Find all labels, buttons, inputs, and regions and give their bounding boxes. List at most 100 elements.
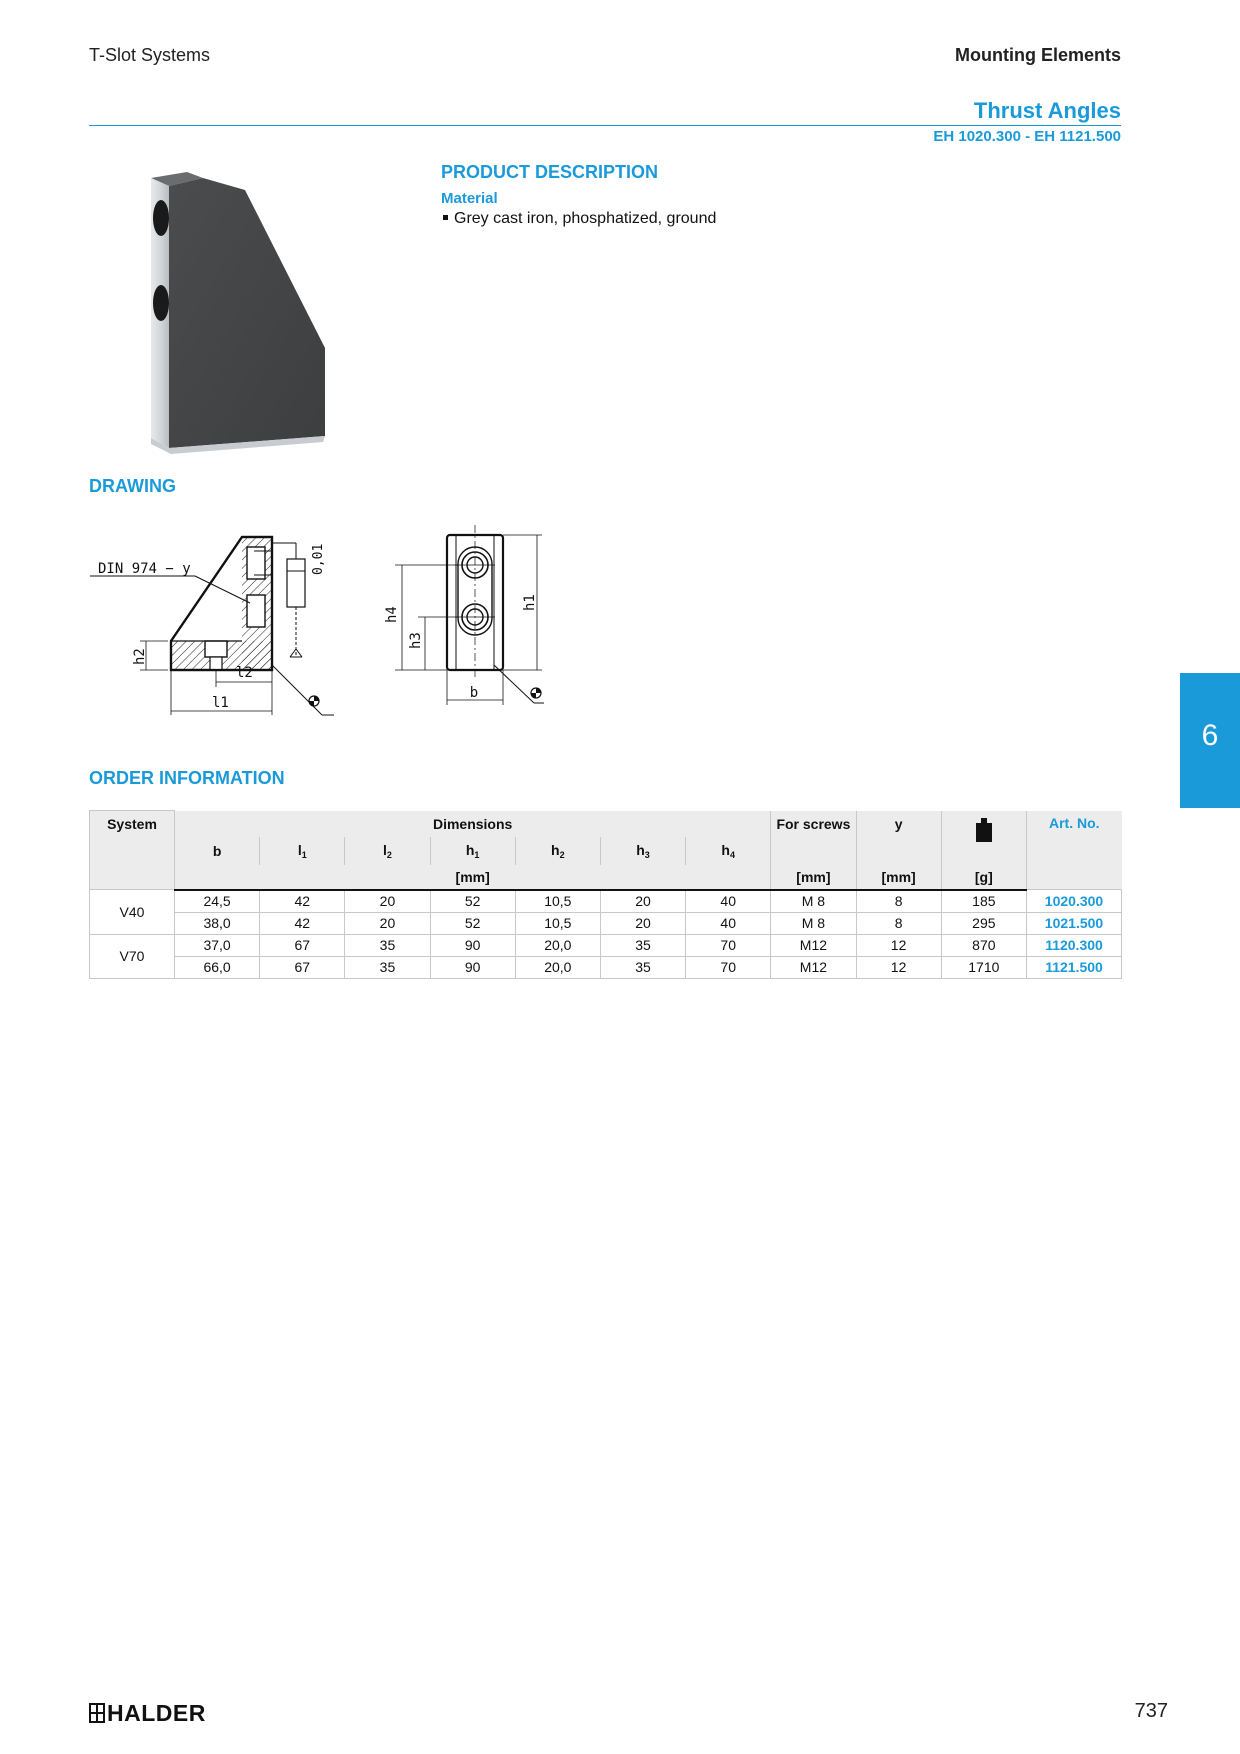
cell-h4: 40 — [685, 911, 772, 935]
cell-h2: 10,5 — [514, 889, 601, 913]
header-y: y — [855, 810, 942, 837]
drawing-heading: DRAWING — [89, 476, 176, 496]
header-h3: h3 — [599, 836, 686, 865]
header-h1: h1 — [429, 836, 516, 865]
cell-art-no: 1120.300 — [1026, 933, 1122, 957]
header-h3-sub: 3 — [644, 849, 650, 860]
header-h2: h2 — [514, 836, 601, 865]
cell-h2: 10,5 — [514, 911, 601, 935]
header-l1: l1 — [259, 836, 345, 865]
cell-y: 12 — [855, 933, 942, 957]
chapter-number: 6 — [1201, 719, 1219, 752]
category-name: Mounting Elements — [955, 45, 1121, 65]
table-row: V40 24,5 42 20 52 10,5 20 40 M 8 8 185 1… — [89, 889, 1122, 935]
l1-label: l1 — [212, 695, 229, 711]
cell-system: V70 — [89, 933, 175, 979]
cell-l2: 20 — [344, 889, 431, 913]
header-rule — [89, 125, 1121, 126]
cell-l2: 35 — [344, 933, 431, 957]
header-l1-sub: 1 — [301, 849, 307, 860]
header-weight — [940, 810, 1027, 865]
cell-h3: 35 — [599, 933, 687, 957]
header-unit-mm: [mm] — [174, 864, 771, 891]
order-table: System Dimensions For screws y Art. No. … — [89, 810, 1122, 979]
cell-h3: 20 — [599, 911, 687, 935]
header-h2-sub: 2 — [559, 849, 565, 860]
cell-b: 37,0 — [173, 933, 261, 957]
cell-b: 24,5 — [173, 889, 261, 913]
h1-label: h1 — [522, 594, 538, 611]
header-h1-sub: 1 — [474, 849, 480, 860]
cell-l1: 67 — [259, 933, 346, 957]
order-information-heading: ORDER INFORMATION — [89, 768, 285, 788]
cell-h2: 20,0 — [514, 933, 601, 957]
h3-label: h3 — [408, 632, 424, 649]
cell-h2: 20,0 — [514, 955, 601, 979]
header-l2-text: l — [383, 841, 387, 858]
cell-h1: 52 — [429, 911, 516, 935]
side-view — [90, 535, 334, 716]
table-row: V70 37,0 67 35 90 20,0 35 70 M12 12 870 … — [89, 933, 1122, 979]
header-art-no: Art. No. — [1026, 810, 1122, 890]
din-label: DIN 974 − y — [98, 561, 191, 577]
cell-b: 38,0 — [173, 911, 261, 935]
cell-art-no: 1021.500 — [1026, 911, 1122, 935]
header-screws-blank — [770, 836, 856, 865]
header-l2: l2 — [344, 836, 431, 865]
cell-h3: 35 — [599, 955, 687, 979]
h2-label: h2 — [132, 648, 148, 665]
header-dimensions: Dimensions — [174, 810, 771, 837]
table-row: 38,0 42 20 52 10,5 20 40 M 8 8 295 1021.… — [90, 911, 1122, 935]
cell-h1: 90 — [429, 955, 516, 979]
header-unit-screws: [mm] — [770, 864, 856, 891]
cell-y: 8 — [855, 911, 942, 935]
cell-l1: 67 — [259, 955, 346, 979]
cell-weight: 295 — [940, 911, 1028, 935]
cell-weight: 185 — [940, 889, 1028, 913]
cell-h1: 90 — [429, 933, 516, 957]
header-h4: h4 — [685, 836, 771, 865]
cell-screws: M 8 — [770, 911, 857, 935]
header-h4-sub: 4 — [729, 849, 735, 860]
cell-art-no: 1020.300 — [1026, 889, 1122, 913]
cell-h1: 52 — [429, 889, 516, 913]
header-h4-text: h — [721, 841, 730, 858]
header-unit-g: [g] — [940, 864, 1027, 891]
article-range: EH 1020.300 - EH 1121.500 — [933, 128, 1121, 145]
header-y-blank — [855, 836, 942, 865]
bullet-icon — [443, 214, 448, 220]
cell-art-no: 1121.500 — [1026, 955, 1122, 979]
weight-icon — [975, 817, 992, 842]
chapter-tab: 6 — [1180, 673, 1240, 808]
cell-h4: 70 — [685, 933, 772, 957]
h4-label: h4 — [384, 606, 400, 623]
cell-screws: M12 — [770, 933, 857, 957]
header-b: b — [174, 836, 260, 865]
cell-b: 66,0 — [173, 955, 261, 979]
cell-l1: 42 — [259, 911, 346, 935]
b-label: b — [470, 685, 478, 701]
header-system: System — [89, 810, 175, 890]
cell-h4: 40 — [685, 889, 772, 913]
tolerance-label: 0,01 — [311, 544, 326, 575]
cell-y: 12 — [855, 955, 942, 979]
cell-l1: 42 — [259, 889, 346, 913]
material-label: Material — [441, 190, 498, 207]
page-title: Thrust Angles — [973, 98, 1121, 123]
logo-mark-icon — [89, 1703, 105, 1723]
header-unit-y: [mm] — [855, 864, 942, 891]
l2-label: l2 — [236, 665, 253, 681]
header-for-screws: For screws — [770, 810, 856, 837]
page-number: 737 — [1134, 1700, 1168, 1722]
cell-system: V40 — [89, 889, 175, 935]
header-h2-text: h — [551, 841, 560, 858]
product-photo — [151, 172, 325, 454]
logo-text: HALDER — [107, 1700, 206, 1726]
cell-l2: 20 — [344, 911, 431, 935]
header-h1-text: h — [465, 841, 475, 858]
cell-y: 8 — [855, 889, 942, 913]
header-l2-sub: 2 — [386, 849, 392, 860]
table-row: 66,0 67 35 90 20,0 35 70 M12 12 1710 112… — [90, 955, 1122, 979]
cell-weight: 1710 — [940, 955, 1028, 979]
cell-l2: 35 — [344, 955, 431, 979]
